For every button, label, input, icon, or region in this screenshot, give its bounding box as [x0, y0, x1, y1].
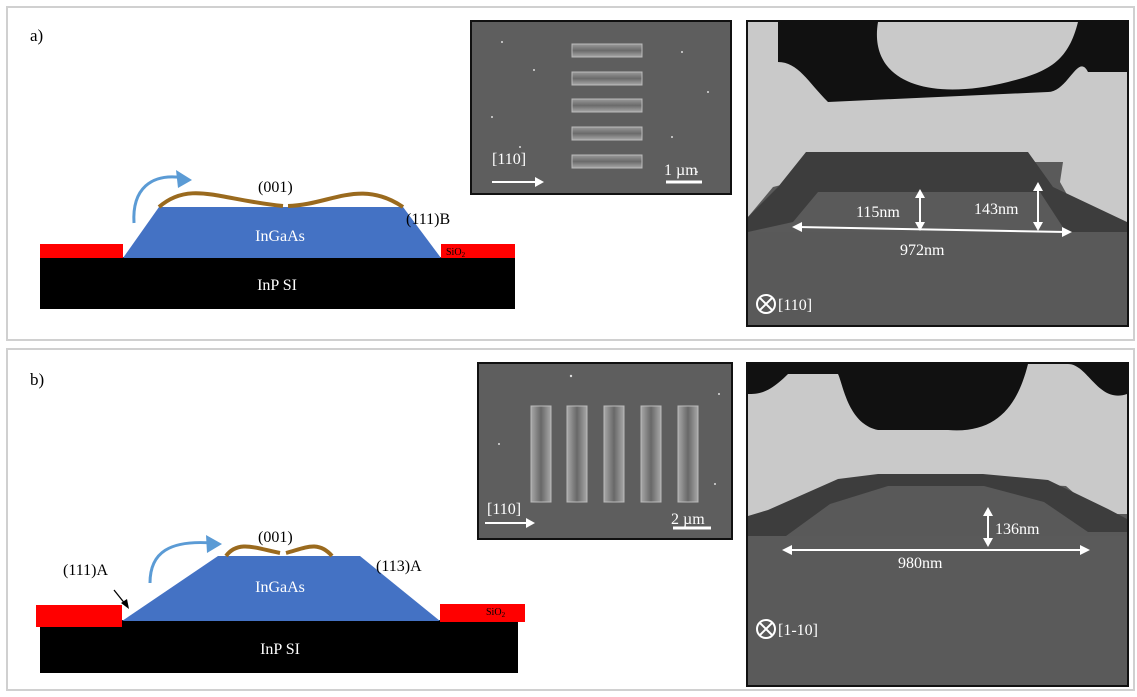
measurement-heads-b [782, 507, 1090, 555]
view-axis-b-icon [756, 619, 776, 639]
sem-top-view-b: [110] 2 µm [477, 362, 733, 540]
meas-left-a: 115nm [856, 204, 900, 221]
growth-arrow-a-head [176, 170, 192, 188]
substrate-label-a: InP SI [257, 277, 297, 294]
sem-top-view-a: [110] 1 µm [470, 20, 732, 195]
mask-label-a: SiO2 [446, 247, 466, 259]
mask-left-a [40, 244, 123, 258]
sem-cross-section-b: 136nm 980nm [1-10] [746, 362, 1129, 687]
width-a: 972nm [900, 242, 945, 259]
sem-top-b-direction-arrow-head [526, 518, 535, 528]
meas-center-b: 136nm [995, 521, 1040, 538]
view-axis-a-cross [759, 297, 773, 311]
trench-array-a [571, 43, 643, 169]
measurements-a [797, 187, 1067, 233]
view-axis-b: [1-10] [778, 622, 818, 639]
view-axis-b-cross [759, 622, 773, 636]
substrate-a [40, 257, 515, 309]
view-axis-a: [110] [778, 297, 812, 314]
meas-right-a: 143nm [974, 201, 1019, 218]
void-b [748, 364, 1127, 431]
substrate-a-sem [748, 232, 1127, 325]
ingaas-layer-a [748, 152, 1127, 232]
trench-array-b [530, 405, 699, 503]
surface-particles-b [498, 374, 720, 485]
sem-top-b-direction: [110] [487, 501, 521, 518]
ingaas-layer-b [748, 474, 1127, 536]
facet-top-a: (001) [258, 179, 293, 196]
view-axis-a-icon [756, 294, 776, 314]
nanowire-a [157, 191, 405, 209]
mask-right-a [441, 244, 515, 258]
substrate-b-sem [748, 536, 1127, 685]
sem-top-b-scale: 2 µm [671, 511, 705, 528]
facet-side-a: (111)B [406, 211, 450, 228]
mesa-label-a: InGaAs [255, 228, 305, 245]
panel-a-label: a) [30, 26, 44, 45]
sem-top-a-scale: 1 µm [664, 162, 698, 179]
surface-particles-a [491, 41, 709, 173]
width-b: 980nm [898, 555, 943, 572]
mesa-a [123, 207, 441, 258]
panel-b-label: b) [30, 370, 45, 389]
growth-arrow-a [132, 175, 186, 224]
sem-cross-section-a: 115nm 143nm 972nm [110] [746, 20, 1129, 327]
void-a [778, 22, 1127, 102]
measurements-b [788, 512, 1084, 551]
measurement-heads-a [792, 182, 1072, 237]
sem-top-a-direction: [110] [492, 151, 526, 168]
sem-top-a-direction-arrow-head [535, 177, 544, 187]
